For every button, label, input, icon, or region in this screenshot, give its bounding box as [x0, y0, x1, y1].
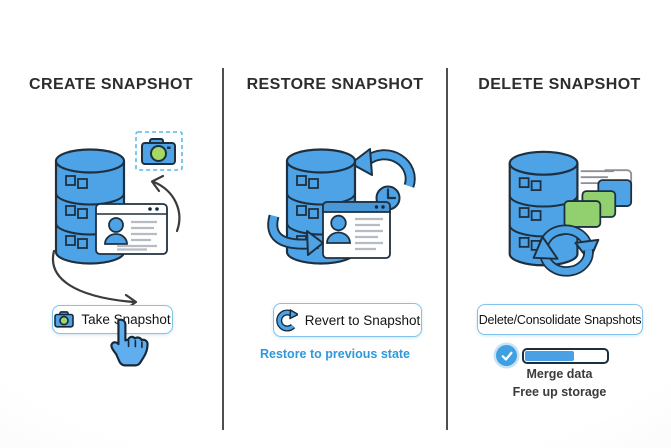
panel-title: DELETE SNAPSHOT: [478, 76, 641, 93]
hand-cursor-icon: [110, 318, 149, 367]
delete-snapshot-illustration: [508, 150, 633, 277]
restore-arrow-up-icon: [350, 148, 416, 188]
browser-window-icon: [95, 203, 168, 255]
delete-consolidate-button[interactable]: Delete/Consolidate Snapshots: [477, 304, 643, 335]
restore-snapshot-illustration: [267, 148, 416, 265]
snapshot-ghost-card-icon: [580, 169, 633, 190]
progress-fill: [525, 351, 574, 361]
camera-snapshot-icon: [135, 131, 183, 171]
panel-title: RESTORE SNAPSHOT: [246, 76, 424, 93]
user-icon: [326, 214, 351, 244]
user-icon: [104, 217, 128, 245]
revert-icon: [275, 308, 298, 331]
panel-create-snapshot: CREATE SNAPSHOT: [0, 0, 222, 448]
panel-divider: [222, 68, 224, 430]
take-snapshot-button[interactable]: Take Snapshot: [52, 305, 173, 334]
delete-consolidate-label: Delete/Consolidate Snapshots: [478, 312, 642, 327]
arrow-to-camera-icon: [150, 174, 181, 233]
camera-icon: [54, 311, 75, 328]
check-icon: [496, 345, 517, 366]
panel-delete-snapshot: DELETE SNAPSHOT: [448, 0, 671, 448]
create-snapshot-illustration: [51, 131, 183, 311]
restore-caption: Restore to previous state: [259, 347, 411, 361]
take-snapshot-label: Take Snapshot: [81, 312, 171, 327]
merge-data-caption: Merge data: [526, 367, 593, 381]
restore-arrow-down-icon: [267, 214, 324, 256]
sync-arrows-icon: [532, 224, 600, 277]
revert-to-snapshot-label: Revert to Snapshot: [304, 312, 421, 328]
revert-to-snapshot-button[interactable]: Revert to Snapshot: [273, 303, 422, 337]
panel-restore-snapshot: RESTORE SNAPSHOT: [224, 0, 446, 448]
browser-window-icon: [322, 201, 391, 259]
storage-progress-bar: [522, 348, 609, 364]
free-storage-caption: Free up storage: [512, 385, 607, 399]
panel-divider: [446, 68, 448, 430]
snapshot-cards-icon: [563, 179, 633, 228]
panel-title: CREATE SNAPSHOT: [29, 76, 193, 93]
